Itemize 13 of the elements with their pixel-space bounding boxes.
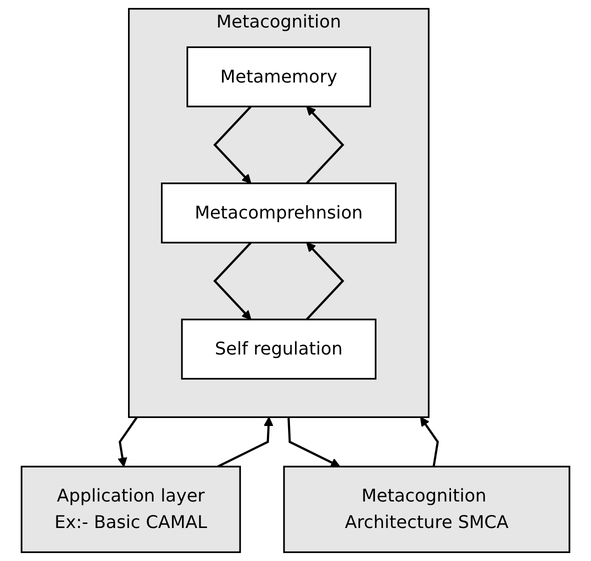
node-box: Application layer Ex:- Basic CAMAL <box>20 466 241 554</box>
node-box: Metamemory <box>186 46 372 108</box>
arrow <box>306 106 344 184</box>
arrow <box>213 106 252 184</box>
arrow <box>420 416 439 467</box>
arrow <box>217 416 274 468</box>
arrow <box>306 242 344 320</box>
node-box: Metacognition Architecture SMCA <box>283 466 570 554</box>
node-box: Metacomprehnsion <box>160 182 397 244</box>
arrow <box>213 242 252 320</box>
node-box: Self regulation <box>181 318 376 380</box>
arrow <box>287 417 340 468</box>
arrow <box>118 416 138 468</box>
